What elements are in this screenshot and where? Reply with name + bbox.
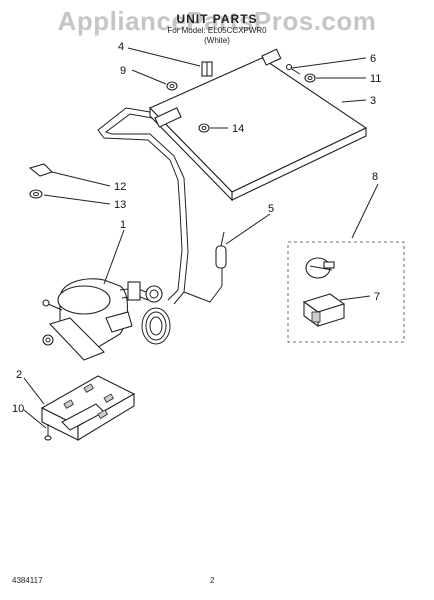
callout-5: 5 xyxy=(268,203,274,215)
callout-9: 9 xyxy=(120,65,126,77)
evaporator-plate xyxy=(149,48,368,202)
callout-1: 1 xyxy=(120,219,126,231)
callout-8: 8 xyxy=(372,171,378,183)
model-note: (White) xyxy=(204,36,230,45)
capillary-coil xyxy=(141,285,171,345)
tube-grommet xyxy=(29,189,43,199)
page-title: UNIT PARTS xyxy=(176,12,258,26)
grommet xyxy=(166,81,178,91)
footer-part-number: 4384117 xyxy=(12,576,43,585)
callout-2: 2 xyxy=(16,369,22,381)
refrigerant-tubing xyxy=(97,107,223,305)
callout-4: 4 xyxy=(118,41,124,53)
watermark: AppliancePartsPros.com xyxy=(57,6,377,36)
compressor xyxy=(42,278,149,361)
callout-12: 12 xyxy=(114,181,126,193)
tube-clip xyxy=(28,163,54,177)
callout-10: 10 xyxy=(12,403,24,415)
start-relay xyxy=(302,293,346,328)
overload-protector xyxy=(305,257,335,279)
callout-11: 11 xyxy=(370,73,381,85)
retaining-clip xyxy=(201,61,213,77)
callout-7: 7 xyxy=(374,291,380,303)
thermostat-bulb xyxy=(215,231,227,286)
callout-14: 14 xyxy=(232,123,244,135)
plate-screw xyxy=(285,63,301,75)
callout-13: 13 xyxy=(114,199,126,211)
footer-page-number: 2 xyxy=(210,576,215,585)
relay-kit-box xyxy=(287,241,405,343)
callout-3: 3 xyxy=(370,95,376,107)
leader-lines xyxy=(23,47,379,429)
plate-grommet xyxy=(198,123,210,133)
mounting-bracket xyxy=(40,375,136,441)
callout-6: 6 xyxy=(370,53,376,65)
plate-washer xyxy=(304,73,316,83)
bracket-screw xyxy=(44,424,52,441)
model-line: For Model: EL05CCXPWR0 xyxy=(167,26,267,35)
